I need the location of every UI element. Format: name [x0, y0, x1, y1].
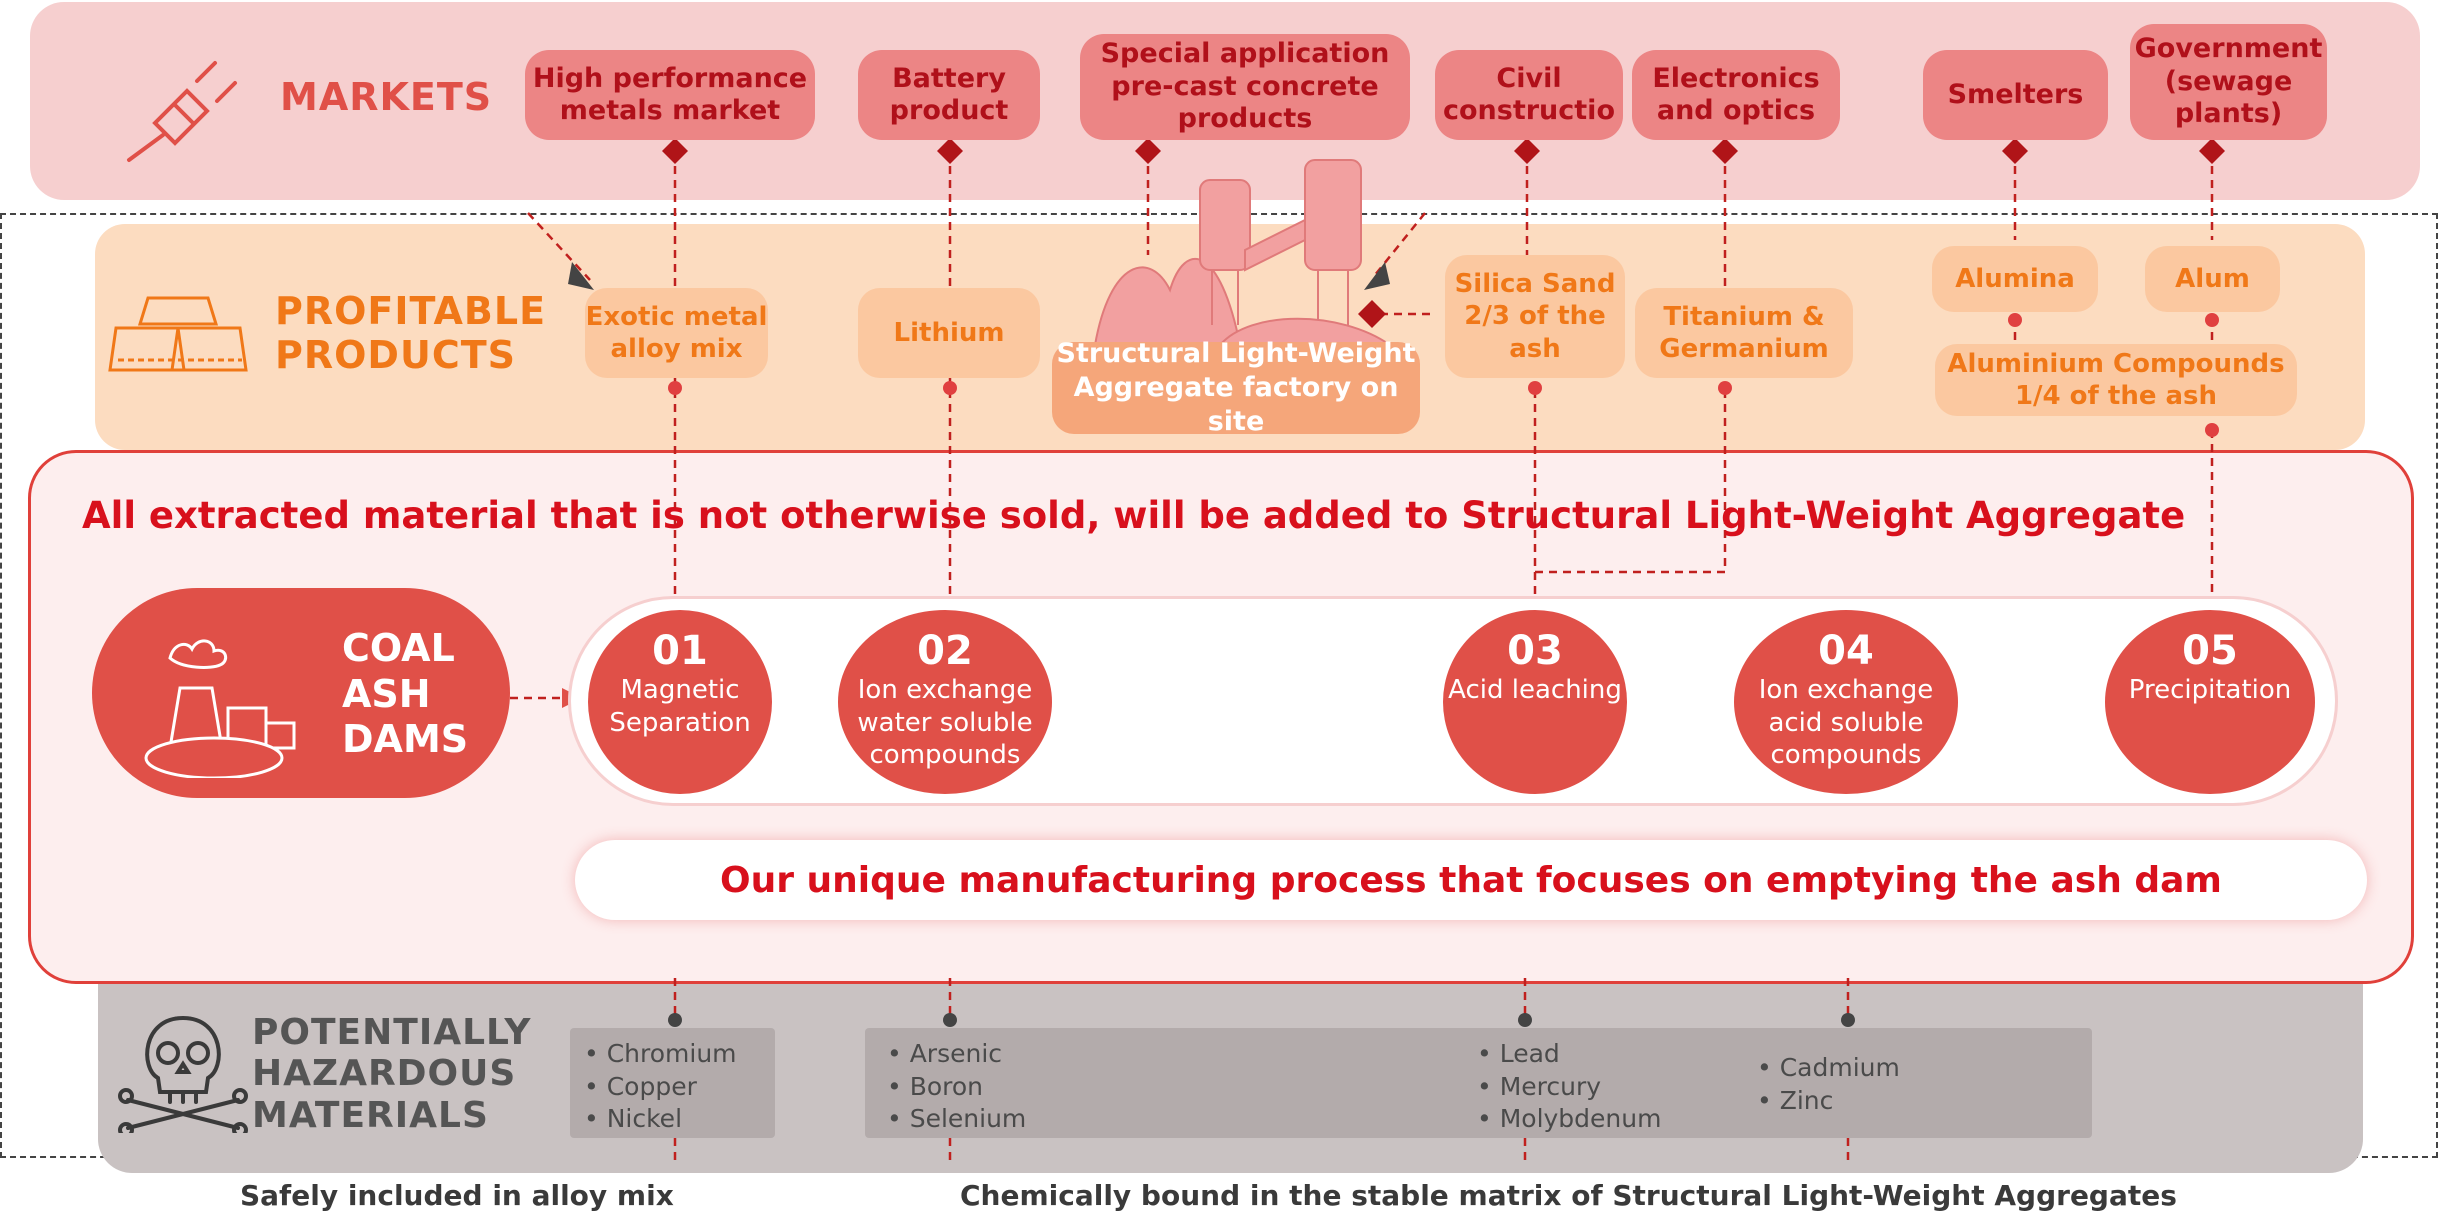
hazard-item: • Lead: [1477, 1039, 1560, 1068]
hazard-item: • Cadmium: [1757, 1053, 1900, 1082]
market-civil-construction: Civil constructio: [1435, 50, 1623, 140]
step-number: 04: [1818, 628, 1874, 674]
process-step-4: 04 Ion exchange acid soluble compounds: [1734, 610, 1958, 794]
hazard-list-3: • Cadmium • Zinc: [1757, 1052, 1900, 1117]
product-exotic-metal-alloy: Exotic metal alloy mix: [585, 288, 768, 378]
product-silica-sand: Silica Sand 2/3 of the ash: [1445, 255, 1625, 378]
market-high-performance-metals: High performance metals market: [525, 50, 815, 140]
hazard-group-aggregate: • Arsenic • Boron • Selenium • Lead • Me…: [865, 1028, 2092, 1138]
hazard-item: • Boron: [887, 1071, 984, 1101]
hazard-item: • Mercury: [1477, 1071, 1602, 1101]
hazard-item: • Selenium: [887, 1104, 1027, 1133]
step-number: 03: [1507, 628, 1563, 674]
hazard-item: • Zinc: [1757, 1085, 1834, 1115]
product-aluminium-compounds: Aluminium Compounds 1/4 of the ash: [1935, 344, 2297, 416]
coal-ash-dams-label: COAL ASH DAMS: [342, 626, 469, 762]
step-label: Acid leaching: [1448, 675, 1622, 705]
process-step-1: 01 Magnetic Separation: [588, 610, 772, 794]
hazard-item: • Arsenic: [887, 1039, 1003, 1068]
step-label: Ion exchange acid soluble compounds: [1758, 675, 1934, 770]
step-number: 01: [652, 628, 708, 674]
process-tagline: Our unique manufacturing process that fo…: [575, 840, 2367, 920]
step-label: Ion exchange water soluble compounds: [857, 675, 1033, 770]
footer-right-caption: Chemically bound in the stable matrix of…: [960, 1179, 2177, 1212]
hazard-list-1: • Arsenic • Boron • Selenium: [887, 1038, 1026, 1136]
footer-left-caption: Safely included in alloy mix: [240, 1179, 674, 1212]
product-alumina: Alumina: [1932, 246, 2098, 312]
step-number: 05: [2182, 628, 2238, 674]
market-government-sewage: Government (sewage plants): [2130, 24, 2327, 140]
factory-label: Structural Light-Weight Aggregate factor…: [1052, 338, 1420, 437]
market-smelters: Smelters: [1923, 50, 2108, 140]
market-electronics-optics: Electronics and optics: [1632, 50, 1840, 140]
process-step-3: 03 Acid leaching: [1443, 610, 1627, 794]
products-title: PROFITABLE PRODUCTS: [275, 289, 547, 377]
step-label: Magnetic Separation: [609, 675, 751, 738]
coal-ash-dams-badge: COAL ASH DAMS: [92, 588, 510, 798]
plug-icon: [127, 61, 237, 162]
hazard-item: • Chromium: [584, 1039, 737, 1068]
hazard-group-alloy: • Chromium • Copper • Nickel: [570, 1028, 775, 1138]
step-number: 02: [917, 628, 973, 674]
product-alum: Alum: [2145, 246, 2280, 312]
hazard-item: • Molybdenum: [1477, 1104, 1662, 1133]
step-label: Precipitation: [2128, 675, 2292, 705]
hazardous-title: POTENTIALLY HAZARDOUS MATERIALS: [252, 1012, 532, 1136]
market-battery-product: Battery product: [858, 50, 1040, 140]
gold-bars-icon: [108, 296, 248, 372]
process-step-2: 02 Ion exchange water soluble compounds: [838, 610, 1052, 794]
product-titanium-germanium: Titanium & Germanium: [1635, 288, 1853, 378]
hazard-item: • Copper: [584, 1071, 697, 1101]
market-precast-concrete: Special application pre-cast concrete pr…: [1080, 34, 1410, 140]
process-headline: All extracted material that is not other…: [82, 494, 2186, 537]
skull-crossbones-icon: [118, 1015, 248, 1133]
coal-plant-icon: [144, 639, 296, 778]
product-lithium: Lithium: [858, 288, 1040, 378]
hazard-item: • Nickel: [584, 1104, 683, 1133]
markets-title: MARKETS: [280, 75, 493, 119]
hazard-list-2: • Lead • Mercury • Molybdenum: [1477, 1038, 1661, 1136]
process-step-5: 05 Precipitation: [2105, 610, 2315, 794]
silo-factory-icon: [1093, 159, 1394, 346]
